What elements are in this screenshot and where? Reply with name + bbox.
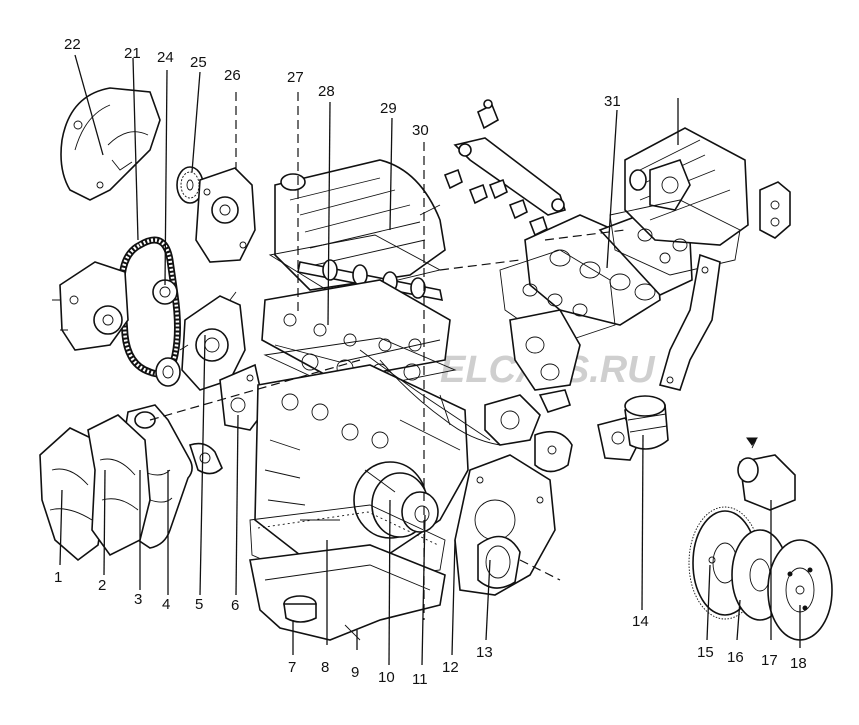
tensioner-bracket <box>52 261 129 351</box>
manifold-support-brace <box>659 253 721 391</box>
leader-lines <box>59 54 801 666</box>
callout-9: 9 <box>351 664 359 681</box>
exhaust-manifold <box>509 309 581 391</box>
callout-2: 2 <box>98 577 106 594</box>
callout-12: 12 <box>442 659 459 676</box>
rear-oil-seal-retainer <box>477 535 521 589</box>
callout-10: 10 <box>378 669 395 686</box>
callout-18: 18 <box>790 655 807 672</box>
callout-30: 31 <box>604 93 621 110</box>
oil-strainer <box>283 595 317 623</box>
intake-manifold-gasket <box>499 249 616 346</box>
fuel-injectors <box>443 168 548 237</box>
oil-filter <box>624 395 669 450</box>
callout-labels: 22 21 24 25 26 27 28 29 30 31 1 2 3 4 5 … <box>54 36 807 688</box>
callout-13: 13 <box>476 644 493 661</box>
heat-shield-rear <box>87 414 151 557</box>
reference-dashes <box>149 92 626 620</box>
callout-5: 5 <box>195 596 203 613</box>
cylinder-head <box>261 279 451 381</box>
water-outlet-gasket <box>188 442 223 475</box>
callout-1: 1 <box>54 569 62 586</box>
callout-26: 27 <box>287 69 304 86</box>
distributor-cap <box>534 430 573 473</box>
crankshaft-sprocket <box>155 357 181 387</box>
timing-cover-upper <box>60 87 161 201</box>
callout-27: 28 <box>318 83 335 100</box>
throttle-body <box>649 159 691 211</box>
oil-pan <box>249 544 446 641</box>
callout-28: 29 <box>380 100 397 117</box>
timing-belt <box>118 236 181 378</box>
callout-14: 14 <box>632 613 649 630</box>
callout-29: 30 <box>412 122 429 139</box>
callout-4: 4 <box>162 596 170 613</box>
distributor <box>484 389 572 446</box>
fuel-pressure-regulator <box>476 99 500 130</box>
heat-shield-front <box>39 427 106 562</box>
callout-6: 6 <box>231 597 239 614</box>
fuel-rail <box>453 137 567 216</box>
callout-22: 24 <box>157 49 174 66</box>
idle-air-control-valve <box>759 181 791 239</box>
oil-pan-gasket <box>249 504 446 586</box>
callout-7: 7 <box>288 659 296 676</box>
callout-19: 22 <box>64 36 81 53</box>
callout-24: 25 <box>190 54 207 71</box>
valve-cover <box>274 159 446 291</box>
callout-15: 15 <box>697 644 714 661</box>
water-pump-housing <box>195 167 256 263</box>
callout-16: 16 <box>727 649 744 666</box>
callout-25: 26 <box>224 67 241 84</box>
callout-8: 8 <box>321 659 329 676</box>
starter-motor <box>737 437 796 511</box>
callout-17: 17 <box>761 652 778 669</box>
callout-11: 11 <box>412 671 428 688</box>
oil-pump-front-cover <box>179 291 246 391</box>
cylinder-block <box>254 364 469 561</box>
plenum-gasket <box>609 199 741 276</box>
callout-3: 3 <box>134 591 142 608</box>
engine-wiring-harness <box>359 349 501 446</box>
callout-21: 21 <box>124 45 141 62</box>
